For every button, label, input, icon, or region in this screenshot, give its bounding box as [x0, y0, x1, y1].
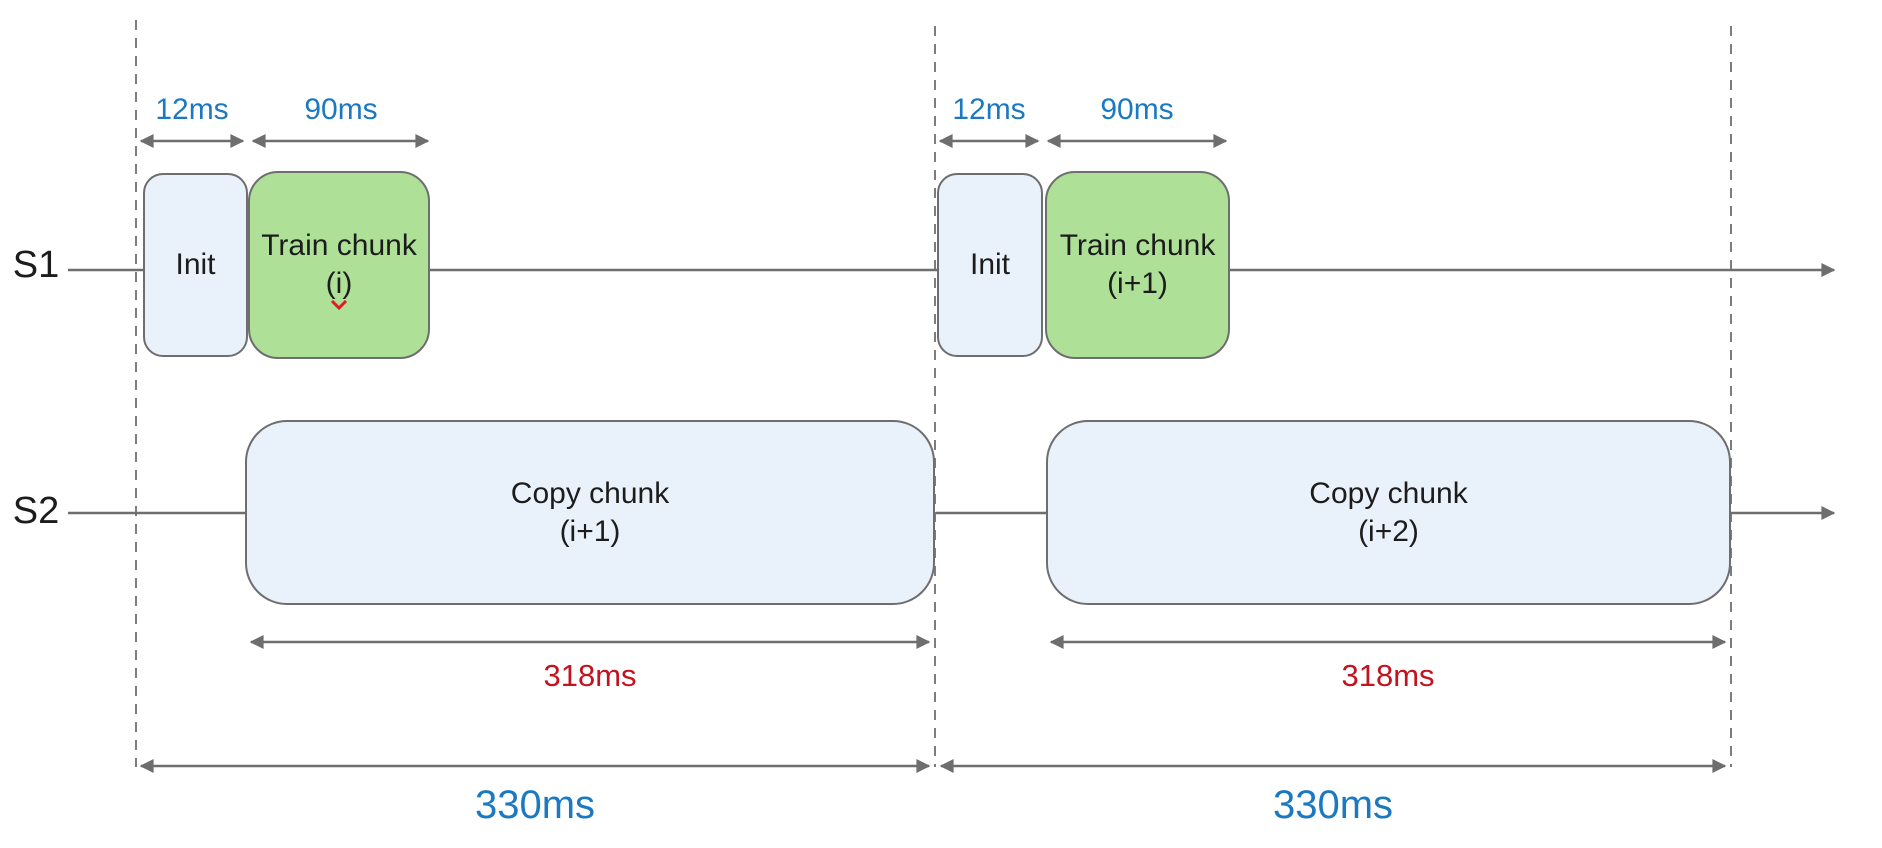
task-box-index: (i) [326, 265, 352, 310]
task-box-index: (i+1) [559, 514, 621, 548]
spellcheck-squiggle-icon [330, 300, 348, 310]
lane-label-s1: S1 [12, 244, 60, 286]
duration-label-train-period2: 90ms [1100, 93, 1174, 126]
task-box-train-chunk-i: Train chunk (i) [248, 171, 430, 359]
duration-label-init-period2: 12ms [952, 93, 1026, 126]
lane-label-s2: S2 [12, 490, 60, 532]
task-box-index: (i+2) [1358, 514, 1419, 548]
task-box-label: Copy chunk [510, 476, 670, 510]
duration-label-copy-period1: 318ms [543, 658, 637, 693]
duration-label-total-period2: 330ms [1272, 783, 1394, 827]
duration-label-total-period1: 330ms [474, 783, 596, 827]
duration-label-init-period1: 12ms [155, 93, 229, 126]
task-box-label: Init [969, 248, 1011, 281]
task-box-label: Init [175, 248, 216, 281]
task-box-label: Copy chunk [1309, 476, 1468, 510]
task-box-init-period1: Init [143, 173, 248, 357]
duration-label-train-period1: 90ms [304, 93, 378, 126]
task-box-label: Train chunk [1059, 229, 1216, 262]
task-box-init-period2: Init [937, 173, 1043, 357]
task-box-index: (i+1) [1107, 267, 1168, 300]
task-box-copy-chunk-i1: Copy chunk (i+1) [245, 420, 935, 605]
duration-label-copy-period2: 318ms [1341, 658, 1435, 693]
task-box-train-chunk-i1: Train chunk (i+1) [1045, 171, 1230, 359]
task-box-copy-chunk-i2: Copy chunk (i+2) [1046, 420, 1731, 605]
task-box-label: Train chunk [261, 229, 417, 262]
